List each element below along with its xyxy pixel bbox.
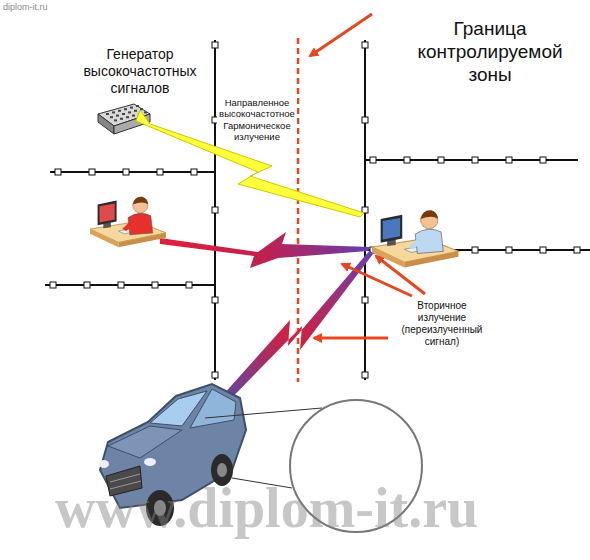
wire-insulators-part <box>362 297 368 303</box>
wire-insulators-part <box>212 42 218 48</box>
wire-insulators-part <box>362 117 368 123</box>
generator-device-part-part <box>114 119 117 121</box>
wire-insulators-part <box>506 157 512 163</box>
wire-insulators-part <box>506 247 512 253</box>
workstations-part-part <box>383 218 400 240</box>
annotation-label: Направленное высокочастотное Гармоническ… <box>217 97 297 143</box>
wire-insulators-part <box>404 157 410 163</box>
wire-insulators-part <box>370 157 376 163</box>
wire-insulators-part <box>362 207 368 213</box>
car-part <box>108 426 182 458</box>
wire-insulators-part <box>438 157 444 163</box>
generator-device-part <box>98 114 114 134</box>
generator-device-part-part <box>126 116 129 118</box>
wire-insulators-part <box>186 282 192 288</box>
workstations-part-part <box>372 247 404 268</box>
wire-insulators-part <box>89 169 95 175</box>
wire-insulators-part <box>540 157 546 163</box>
pointer-arrows-part <box>342 264 412 296</box>
pointer-arrows-part <box>314 337 388 340</box>
workstations-part-part <box>133 197 148 205</box>
wire-insulators-part <box>50 282 56 288</box>
fence-wires <box>45 40 590 380</box>
generator-device-part-part <box>124 108 127 110</box>
generator-device-part-part <box>134 110 137 112</box>
generator-device-part-part <box>136 105 139 107</box>
workstations-part-part <box>119 233 167 247</box>
generator-device-part-part <box>112 111 115 113</box>
wire-insulators-part <box>212 207 218 213</box>
workstations-part-part <box>98 201 117 226</box>
generator-device-part-part <box>130 107 133 109</box>
wire-insulators-part <box>152 282 158 288</box>
car-part <box>217 463 227 477</box>
workstations-part-part <box>90 229 119 247</box>
generator-device-part-part <box>122 113 125 115</box>
generator-device-part-part <box>132 115 135 117</box>
car-part <box>144 458 156 466</box>
workstations-part-part <box>409 238 422 249</box>
zoom-inset-part <box>205 408 322 418</box>
wire-insulators-part <box>84 282 90 288</box>
wire-insulators-part <box>540 247 546 253</box>
wire-insulators-part <box>118 282 124 288</box>
wire-insulators-part <box>212 297 218 303</box>
wire-insulators-part <box>472 247 478 253</box>
car-part <box>190 389 236 428</box>
workstations-part-part <box>404 251 458 267</box>
wire-insulators-part <box>472 157 478 163</box>
fence-wires-part <box>50 171 215 173</box>
annotation-label: Вторичное излучение (переизлученный сигн… <box>394 300 490 348</box>
generator-device-part-part <box>144 111 147 113</box>
workstations-part <box>90 197 166 247</box>
wire-insulators-part <box>212 372 218 378</box>
generator-device-part-part <box>106 113 109 115</box>
wire-insulators-part <box>362 372 368 378</box>
wire-insulators-part <box>362 42 368 48</box>
wire-insulators-part <box>574 247 580 253</box>
wire-insulators-part <box>191 169 197 175</box>
workstations-part-part <box>421 210 438 219</box>
pointer-arrows <box>310 14 425 338</box>
watermark: www.diplom-it.ru <box>55 480 478 536</box>
workstations-part-part <box>122 222 133 232</box>
workstations-part <box>372 210 458 267</box>
watermark: diplom-it.ru <box>3 2 123 13</box>
generator-device-part-part <box>116 115 119 117</box>
workstations-part-part <box>381 215 403 243</box>
workstations-part-part <box>100 203 115 222</box>
generator-device-part-part <box>118 110 121 112</box>
generator-device-part-part <box>120 118 123 120</box>
car-part <box>99 460 109 468</box>
reradiated-beam <box>160 232 370 268</box>
generator-device-part-part <box>128 111 131 113</box>
annotation-label: Граница контролируемой зоны <box>402 18 578 86</box>
generator-device-part-part <box>110 116 113 118</box>
wire-insulators-part <box>123 169 129 175</box>
generator-label: Генератор высокочастотных сигналов <box>70 46 210 96</box>
wire-insulators-part <box>157 169 163 175</box>
pointer-arrows-part <box>310 14 372 56</box>
heading-text: Генератор высокочастотных сигналов <box>70 46 210 96</box>
wire-insulators-part <box>55 169 61 175</box>
